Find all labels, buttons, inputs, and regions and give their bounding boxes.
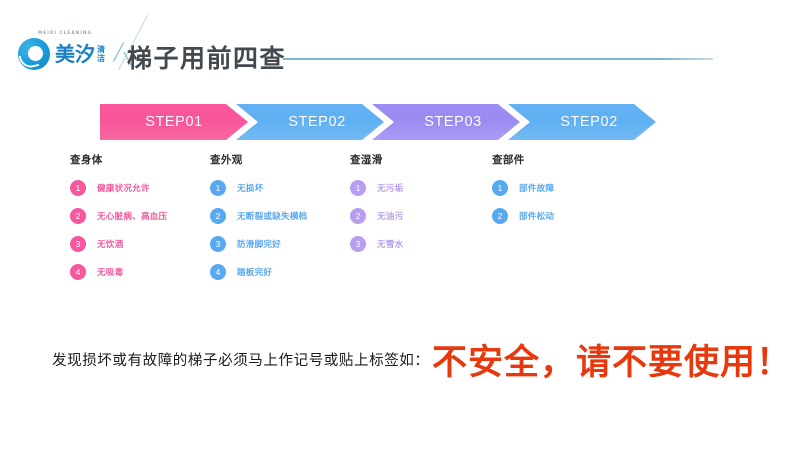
checklist-column-appearance: 查外观 1 无损坏 2 无断裂或缺失横档 3 防滑脚完好 4 踏板完好 (210, 152, 370, 292)
brand-logo: 美汐 清 洁 (18, 38, 105, 70)
item-label: 防滑脚完好 (237, 240, 281, 250)
item-label: 无污垢 (377, 184, 404, 194)
list-item: 3 防滑脚完好 (210, 236, 370, 252)
meiyu-circle-logo-icon (18, 38, 50, 70)
list-item: 2 部件松动 (492, 208, 652, 224)
item-label: 部件故障 (519, 184, 555, 194)
list-item: 4 踏板完好 (210, 264, 370, 280)
step-chevron-4[interactable]: STEP02 (508, 104, 656, 140)
column-heading: 查身体 (70, 154, 103, 166)
checklist-columns: 查身体 1 健康状况允许 2 无心脏病、高血压 3 无饮酒 4 无吸毒 查外观 … (70, 152, 730, 302)
list-item: 3 无饮酒 (70, 236, 230, 252)
item-label: 无心脏病、高血压 (97, 212, 168, 222)
item-number-badge: 2 (350, 208, 366, 224)
page-footer: 发现损坏或有故障的梯子必须马上作记号或贴上标签如： 不安全，请不要使用！ (0, 340, 800, 400)
list-item: 1 健康状况允许 (70, 180, 230, 196)
column-heading: 查外观 (210, 154, 243, 166)
item-number-badge: 3 (210, 236, 226, 252)
list-item: 1 无污垢 (350, 180, 510, 196)
brand-name-suffix: 清 洁 (97, 45, 105, 64)
item-number-badge: 4 (210, 264, 226, 280)
item-number-badge: 3 (350, 236, 366, 252)
item-number-badge: 2 (70, 208, 86, 224)
item-label: 无吸毒 (97, 268, 124, 278)
checklist-column-slippery: 查湿滑 1 无污垢 2 无油污 3 无雪水 (350, 152, 510, 264)
step-chevron-1[interactable]: STEP01 (100, 104, 248, 140)
item-label: 健康状况允许 (97, 184, 150, 194)
brand-logo-text: 美汐 清 洁 (55, 44, 105, 64)
step-chevron-2-label: STEP02 (288, 114, 346, 130)
brand-suffix-top: 清 (97, 45, 105, 55)
item-label: 无油污 (377, 212, 404, 222)
item-label: 无损坏 (237, 184, 264, 194)
item-number-badge: 1 (70, 180, 86, 196)
column-heading: 查部件 (492, 154, 525, 166)
item-number-badge: 3 (70, 236, 86, 252)
brand-suffix-bottom: 洁 (97, 53, 105, 63)
list-item: 1 部件故障 (492, 180, 652, 196)
step-chevron-4-label: STEP02 (560, 114, 618, 130)
brand-name-cn: 美汐 (55, 42, 95, 66)
list-item: 2 无心脏病、高血压 (70, 208, 230, 224)
item-label: 部件松动 (519, 212, 555, 222)
item-label: 踏板完好 (237, 268, 273, 278)
list-item: 2 无油污 (350, 208, 510, 224)
list-item: 1 无损坏 (210, 180, 370, 196)
list-item: 4 无吸毒 (70, 264, 230, 280)
checklist-column-body: 查身体 1 健康状况允许 2 无心脏病、高血压 3 无饮酒 4 无吸毒 (70, 152, 230, 292)
item-number-badge: 2 (210, 208, 226, 224)
item-label: 无饮酒 (97, 240, 124, 250)
title-underline-rule (283, 58, 713, 60)
footer-warning-text: 不安全，请不要使用！ (432, 343, 793, 383)
step-chevron-3-label: STEP03 (424, 114, 482, 130)
item-number-badge: 1 (350, 180, 366, 196)
checklist-column-parts: 查部件 1 部件故障 2 部件松动 (492, 152, 652, 236)
step-chevron-3[interactable]: STEP03 (372, 104, 520, 140)
step-banner: STEP01 STEP02 STEP03 STEP02 (100, 104, 660, 140)
list-item: 2 无断裂或缺失横档 (210, 208, 370, 224)
page-header: 美汐 清 洁 MEIXI CLEANING 梯子用前四查 (0, 0, 800, 90)
item-number-badge: 1 (492, 180, 508, 196)
item-label: 无雪水 (377, 240, 404, 250)
item-number-badge: 1 (210, 180, 226, 196)
item-number-badge: 2 (492, 208, 508, 224)
step-chevron-1-label: STEP01 (145, 114, 203, 130)
footer-note-text: 发现损坏或有故障的梯子必须马上作记号或贴上标签如： (52, 353, 430, 369)
page-title: 梯子用前四查 (127, 44, 287, 73)
item-label: 无断裂或缺失横档 (237, 212, 308, 222)
step-chevron-2[interactable]: STEP02 (236, 104, 384, 140)
item-number-badge: 4 (70, 264, 86, 280)
column-heading: 查湿滑 (350, 154, 383, 166)
list-item: 3 无雪水 (350, 236, 510, 252)
brand-name-en: MEIXI CLEANING (38, 30, 93, 35)
